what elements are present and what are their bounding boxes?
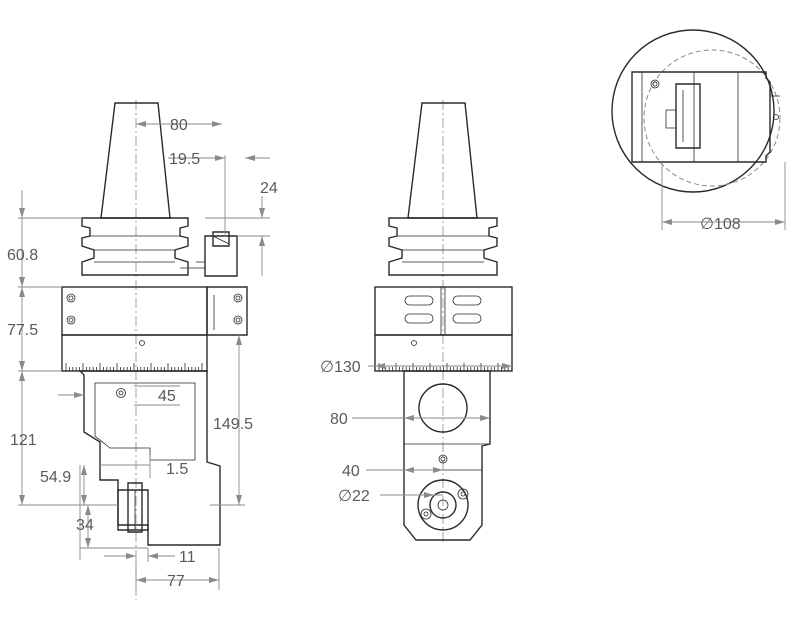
dim-77: 77 <box>167 573 185 590</box>
front-housing <box>374 286 513 336</box>
side-coolant-block <box>204 235 238 277</box>
top-clamp <box>675 83 701 149</box>
dim-dia-22: ∅22 <box>338 488 370 505</box>
front-view <box>374 100 513 545</box>
top-body <box>631 71 771 163</box>
dim-34: 34 <box>76 517 94 534</box>
dim-80-side: 80 <box>170 117 188 134</box>
side-housing <box>61 286 208 336</box>
dim-24: 24 <box>260 180 278 197</box>
top-dimensions: ∅108 <box>661 162 786 233</box>
front-flange <box>388 217 498 276</box>
side-dial-ticks <box>65 363 203 371</box>
dim-dia-108: ∅108 <box>700 216 741 233</box>
dim-77-5: 77.5 <box>7 322 38 339</box>
top-view <box>611 29 781 193</box>
dim-54-9: 54.9 <box>40 469 71 486</box>
dim-60-8: 60.8 <box>7 247 38 264</box>
front-clamp-slots <box>404 295 482 324</box>
front-window <box>418 383 468 433</box>
top-flange-circle <box>611 29 775 193</box>
dim-19-5: 19.5 <box>169 151 200 168</box>
front-spindle-face <box>417 479 469 531</box>
side-view <box>61 100 248 600</box>
front-body <box>403 370 491 541</box>
dim-45: 45 <box>158 388 176 405</box>
side-flange <box>81 217 189 276</box>
dim-11: 11 <box>179 549 196 566</box>
top-rotation-circle <box>643 49 781 187</box>
front-taper <box>407 102 478 219</box>
front-dimensions: ∅130 80 40 ∅22 <box>320 359 512 505</box>
dim-40: 40 <box>342 463 360 480</box>
side-taper <box>100 102 171 219</box>
side-body <box>78 370 221 546</box>
dim-149-5: 149.5 <box>213 416 253 433</box>
side-dimensions: 80 19.5 24 60.8 77.5 121 45 <box>7 117 278 590</box>
dim-dia-130: ∅130 <box>320 359 361 376</box>
dim-121: 121 <box>10 432 37 449</box>
dim-1-5: 1.5 <box>166 461 188 478</box>
side-spindle-nose <box>117 489 149 531</box>
side-clamp-block <box>206 286 248 336</box>
front-dial-ticks <box>378 363 509 371</box>
dim-80-front: 80 <box>330 411 348 428</box>
